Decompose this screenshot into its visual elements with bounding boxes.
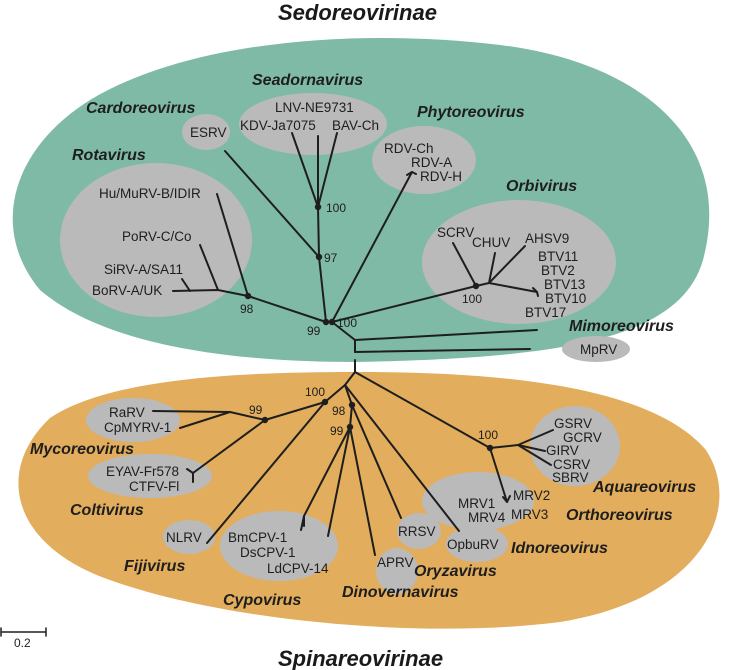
bootstrap-label: 100 — [478, 428, 498, 442]
genus-label: Mimoreovirus — [569, 318, 674, 335]
genus-label: Cypovirus — [223, 592, 301, 609]
taxon-label: BTV17 — [525, 305, 566, 320]
bootstrap-label: 100 — [305, 385, 325, 399]
taxon-label: PoRV-C/Co — [122, 229, 192, 244]
node-myco-colti — [261, 416, 269, 424]
cluster-mimoreovirus — [562, 336, 630, 362]
bootstrap-label: 100 — [326, 201, 346, 215]
taxon-label: DsCPV-1 — [240, 545, 296, 560]
genus-label: Cardoreovirus — [86, 100, 195, 117]
genus-label: Aquareovirus — [592, 479, 696, 496]
genus-label: Rotavirus — [72, 147, 146, 164]
node-orbivirus — [472, 282, 480, 290]
taxon-label: ESRV — [190, 125, 227, 140]
taxon-label: CSRV — [553, 457, 590, 472]
taxon-label: Hu/MuRV-B/IDIR — [99, 186, 201, 201]
node-cypo-dinov-parent — [348, 401, 356, 409]
scale-bar: 0.2 — [0, 627, 47, 650]
cluster-rotavirus — [60, 163, 252, 317]
taxon-label: MpRV — [580, 342, 617, 357]
bootstrap-nodes — [244, 203, 494, 452]
bootstrap-label: 98 — [240, 302, 254, 316]
taxon-label: KDV-Ja7075 — [240, 118, 316, 133]
cluster-seadornavirus — [239, 93, 387, 155]
taxon-label: CHUV — [472, 235, 510, 250]
cluster-fijivirus — [163, 520, 215, 554]
taxon-label: CTFV-Fl — [129, 479, 179, 494]
genus-label: Dinovernavirus — [342, 584, 459, 601]
genus-label: Idnoreovirus — [511, 540, 608, 557]
cluster-coltivirus — [88, 454, 212, 498]
cluster-cypovirus — [220, 511, 338, 581]
bootstrap-label: 97 — [324, 251, 338, 265]
bootstrap-label: 98 — [332, 404, 346, 418]
taxon-label: GCRV — [563, 430, 602, 445]
taxon-label: BAV-Ch — [332, 118, 379, 133]
genus-label: Fijivirus — [124, 558, 185, 575]
node-sedoreo-inner — [322, 318, 330, 326]
subfamily-title-sedoreovirinae: Sedoreovirinae — [278, 0, 437, 25]
taxon-label: BmCPV-1 — [228, 530, 287, 545]
taxon-label: GIRV — [546, 443, 579, 458]
node-aqua-ortho — [486, 444, 494, 452]
cluster-phytoreovirus — [372, 126, 476, 194]
taxon-label: OpbuRV — [447, 537, 499, 552]
cluster-oryzavirus — [397, 513, 441, 549]
cluster-idnoreovirus — [446, 526, 508, 562]
genus-label: Phytoreovirus — [417, 104, 525, 121]
node-phyto-orbi — [328, 318, 336, 326]
taxon-label: MRV1 — [458, 496, 495, 511]
taxon-label: BTV2 — [541, 263, 575, 278]
genus-label: Oryzavirus — [414, 563, 497, 580]
genus-label: Orbivirus — [506, 178, 577, 195]
cluster-dinovernavirus — [376, 548, 418, 594]
cluster-orbivirus — [422, 200, 616, 324]
bootstrap-label: 99 — [249, 403, 263, 417]
cluster-orthoreovirus — [422, 472, 534, 530]
node-cardoreo-seadorna — [315, 253, 323, 261]
taxon-label: BTV10 — [545, 291, 586, 306]
node-cypo-dinov — [346, 423, 354, 431]
node-seadornavirus — [314, 203, 322, 211]
taxon-label: APRV — [377, 555, 414, 570]
cluster-cardoreovirus — [182, 114, 230, 150]
taxon-label: RDV-H — [420, 169, 462, 184]
taxon-label: RRSV — [398, 524, 436, 539]
taxon-label: RDV-Ch — [384, 141, 434, 156]
branches-spinareovirinae — [152, 359, 554, 556]
branches-sedoreovirinae — [172, 132, 539, 353]
genus-label: Orthoreovirus — [566, 507, 673, 524]
subfamily-title-spinareovirinae: Spinareovirinae — [278, 646, 443, 670]
bootstrap-label: 99 — [307, 324, 321, 338]
taxon-label: LdCPV-14 — [267, 561, 329, 576]
taxon-label: SBRV — [552, 470, 589, 485]
genus-label: Coltivirus — [70, 502, 144, 519]
taxon-label: BTV13 — [544, 277, 585, 292]
taxon-label: MRV2 — [513, 488, 550, 503]
taxon-label: NLRV — [166, 530, 202, 545]
taxon-label: BoRV-A/UK — [92, 283, 162, 298]
taxon-label: MRV3 — [511, 507, 548, 522]
bootstrap-label: 99 — [330, 424, 344, 438]
cluster-aquareovirus — [530, 406, 620, 486]
taxon-label: LNV-NE9731 — [275, 100, 354, 115]
bootstrap-label: 100 — [462, 292, 482, 306]
node-rotavirus — [244, 292, 252, 300]
node-spinareo-outer — [321, 398, 329, 406]
taxon-label: RaRV — [109, 405, 145, 420]
bootstrap-label: 100 — [337, 316, 357, 330]
taxon-label: MRV4 — [468, 510, 506, 525]
taxon-label: SiRV-A/SA11 — [104, 262, 183, 277]
taxon-label: EYAV-Fr578 — [106, 464, 179, 479]
taxon-label: GSRV — [554, 416, 592, 431]
scale-bar-label: 0.2 — [14, 636, 31, 650]
taxon-label: BTV11 — [538, 249, 578, 264]
taxon-label: SCRV — [437, 225, 474, 240]
genus-label: Seadornavirus — [252, 72, 363, 89]
taxon-label: CpMYRV-1 — [104, 420, 171, 435]
taxon-label: RDV-A — [411, 155, 452, 170]
cluster-mycoreovirus — [86, 398, 180, 442]
taxon-label: AHSV9 — [525, 231, 569, 246]
genus-label: Mycoreovirus — [30, 441, 134, 458]
